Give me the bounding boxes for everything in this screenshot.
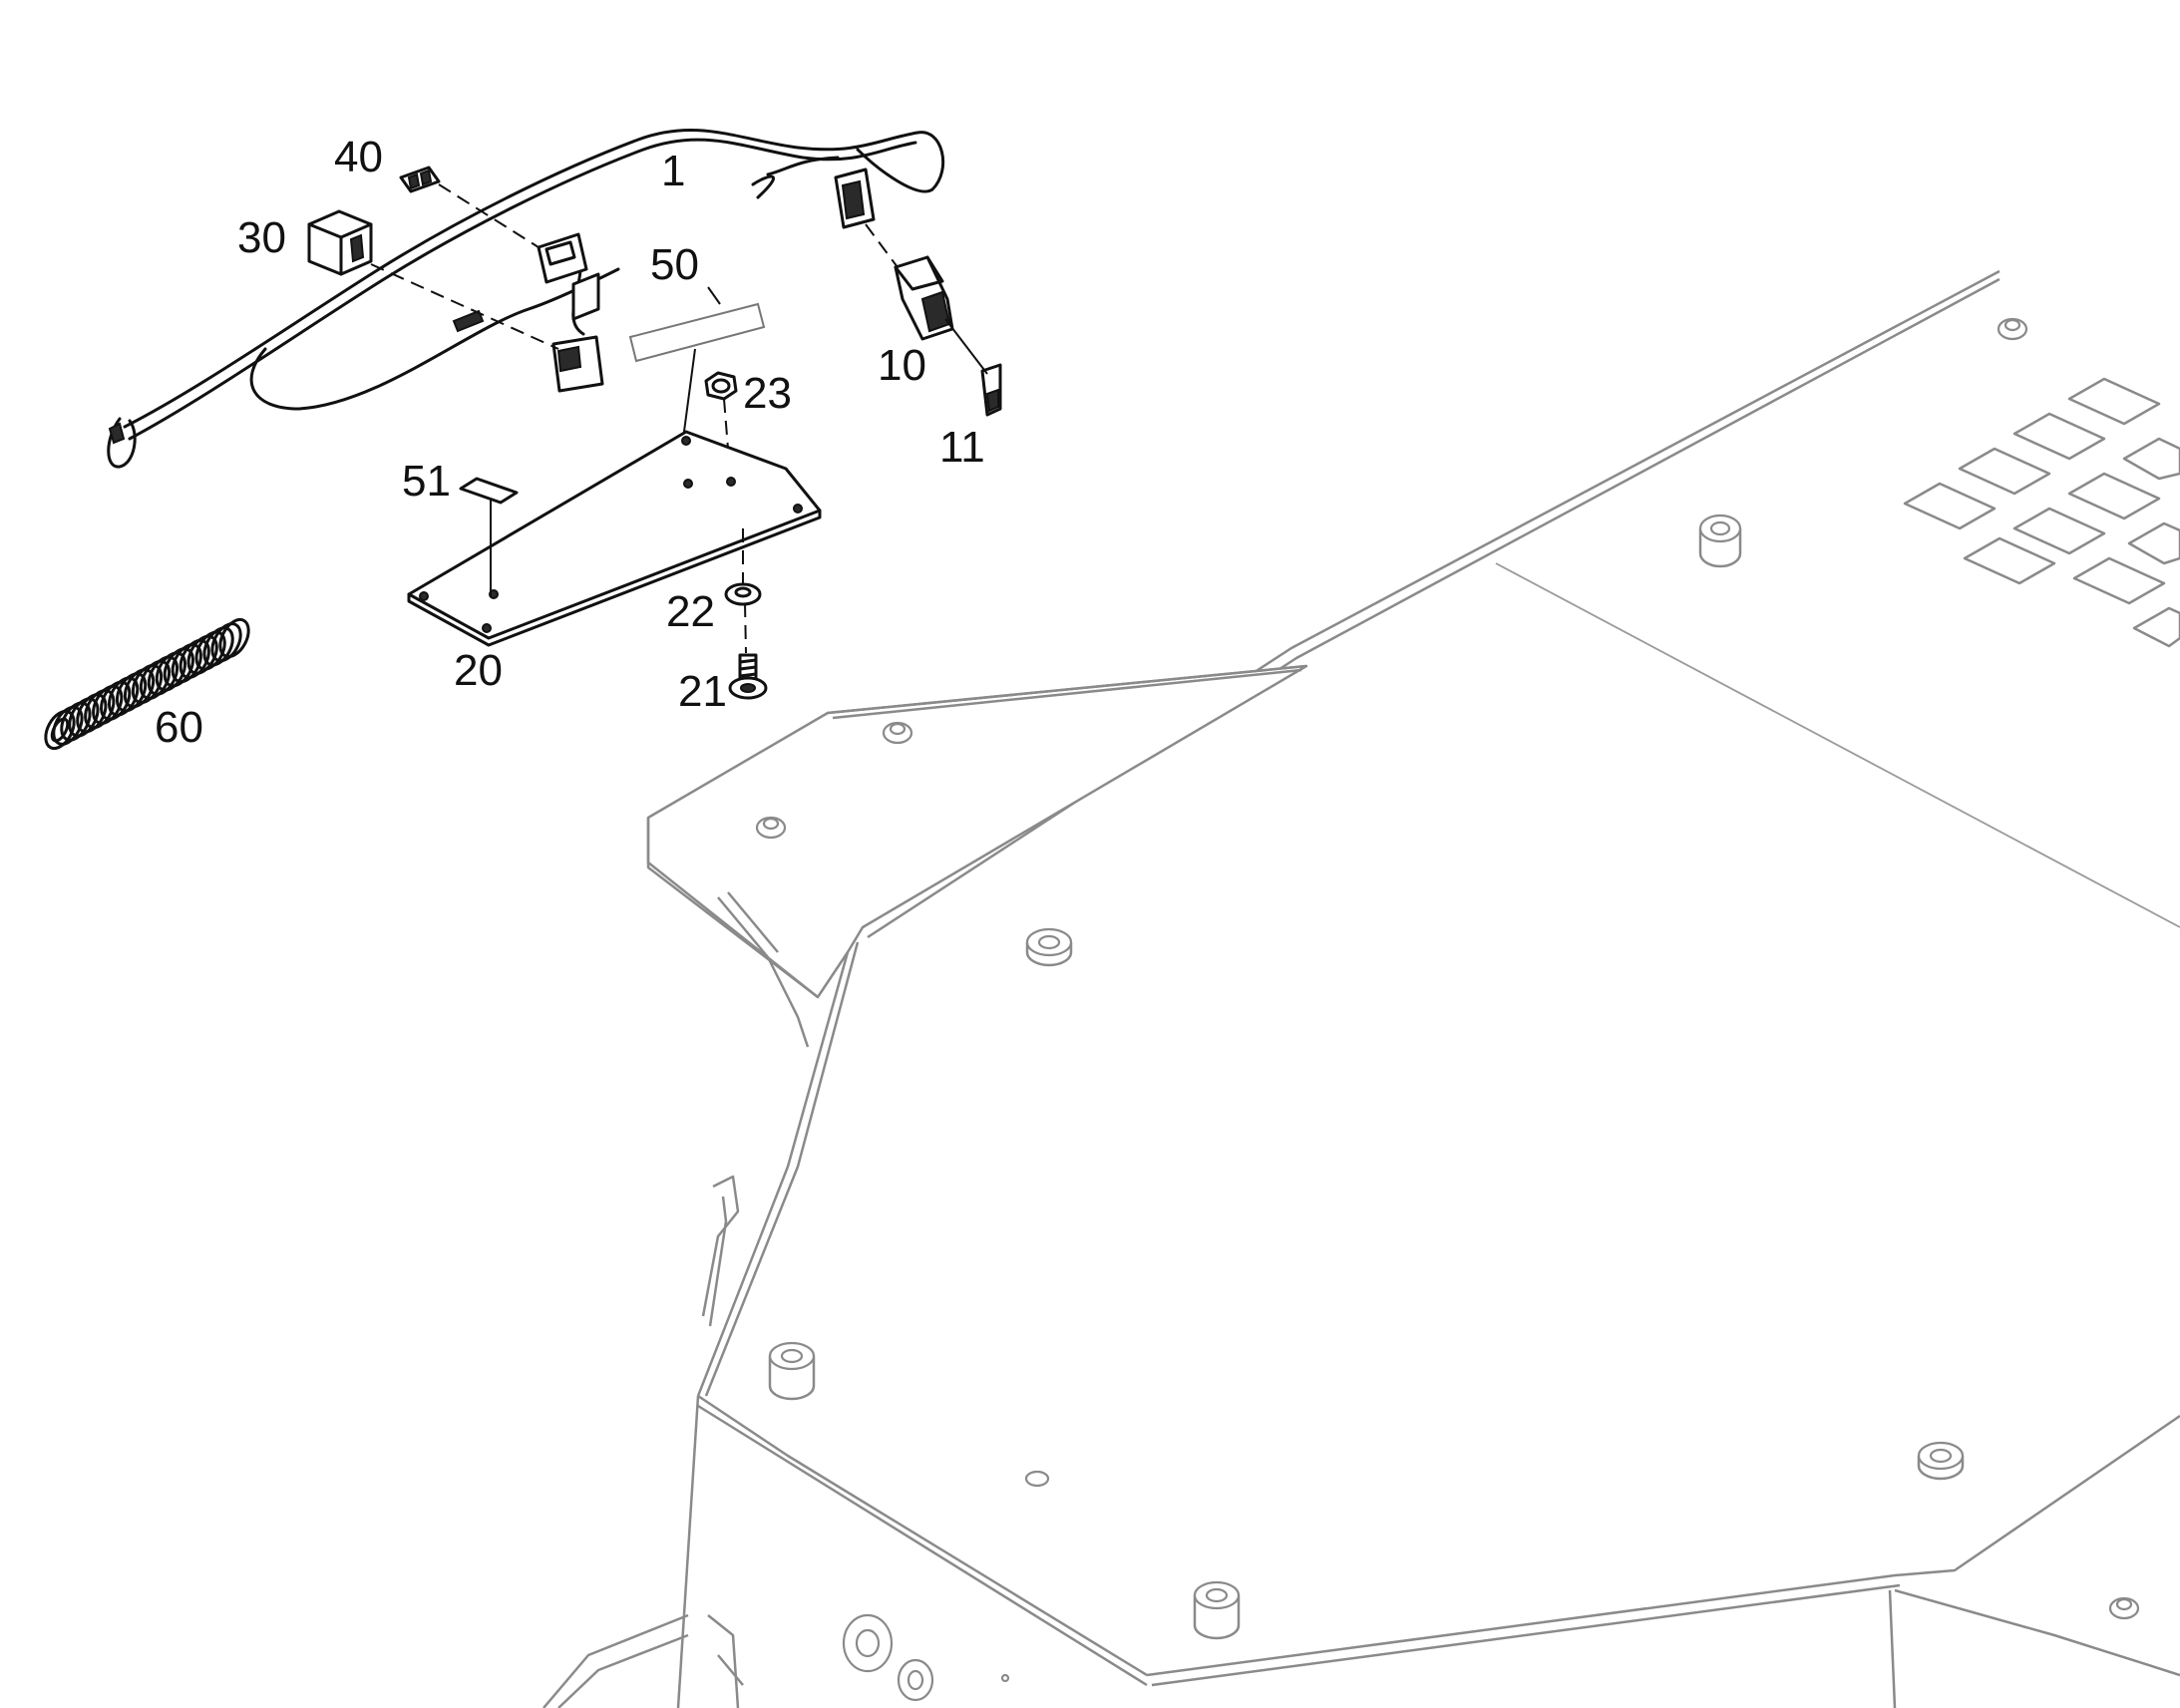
grille-cutouts xyxy=(1903,377,2180,648)
leader-10 xyxy=(865,223,899,268)
mounting-plate xyxy=(407,430,822,647)
fuse xyxy=(399,166,441,193)
callout-1: 1 xyxy=(661,147,685,195)
sleeve-opening xyxy=(50,717,70,743)
small-decal xyxy=(459,477,519,505)
leader-11 xyxy=(944,318,988,375)
frame-grommets xyxy=(755,317,2140,1702)
screw xyxy=(728,653,768,700)
callout-40: 40 xyxy=(334,133,383,181)
callout-11: 11 xyxy=(939,423,985,472)
callout-50: 50 xyxy=(650,240,699,289)
harness-connectors xyxy=(537,168,876,393)
washer xyxy=(724,582,762,606)
rocker-switch xyxy=(894,255,954,341)
callout-10: 10 xyxy=(878,341,926,390)
frame-left-rails xyxy=(543,891,810,1708)
relay xyxy=(307,209,373,276)
sleeve-ring xyxy=(218,617,250,659)
decal-strip xyxy=(628,286,766,363)
callout-21: 21 xyxy=(678,667,727,716)
corrugated-sleeve xyxy=(44,617,250,751)
callout-20: 20 xyxy=(454,646,503,695)
sleeve-ring xyxy=(210,622,242,663)
switch-lens xyxy=(980,363,1002,417)
callout-51: 51 xyxy=(402,457,451,506)
callout-23: 23 xyxy=(743,369,792,418)
hex-nut xyxy=(704,371,738,401)
leader-21 xyxy=(744,602,747,654)
machine-frame xyxy=(543,269,2180,1708)
callout-60: 60 xyxy=(155,703,203,752)
callout-22: 22 xyxy=(666,587,715,636)
leader-40 xyxy=(438,183,540,248)
leader-23 xyxy=(723,398,731,475)
callout-30: 30 xyxy=(237,213,286,262)
leader-30 xyxy=(370,263,559,350)
wire-harness xyxy=(107,129,945,469)
callout-labels: 1 40 30 50 23 10 11 51 22 20 21 60 xyxy=(155,133,985,752)
